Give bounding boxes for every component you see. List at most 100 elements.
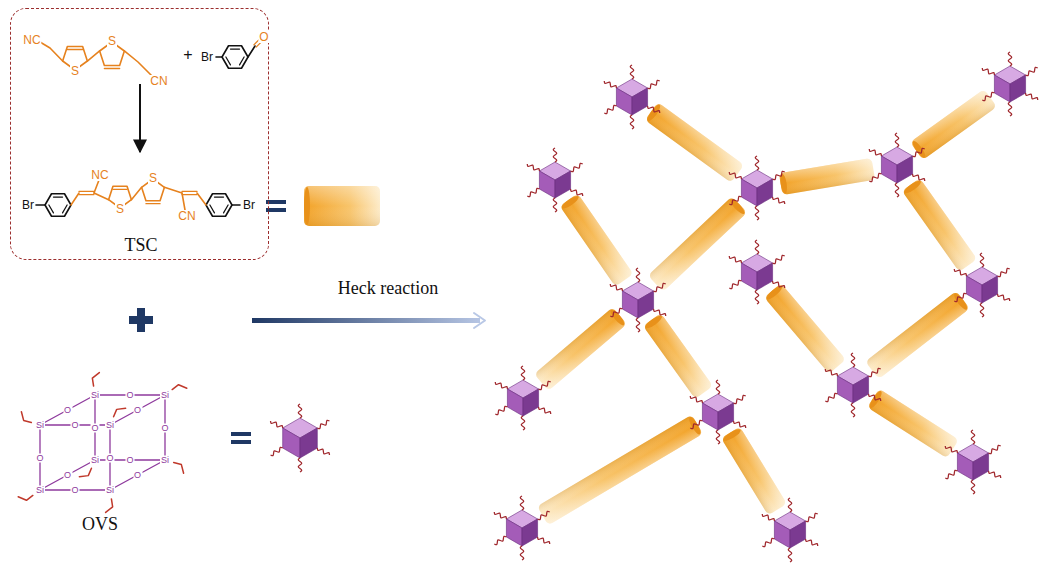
vinyl-arm bbox=[755, 206, 758, 220]
vinyl-arm bbox=[1026, 93, 1038, 100]
reaction-arrow bbox=[139, 84, 141, 152]
vinyl-arm bbox=[729, 172, 741, 179]
vinyl-arm bbox=[825, 369, 837, 376]
vinyl-arm bbox=[773, 281, 785, 288]
benzene-ring bbox=[222, 46, 248, 69]
vinyl-arm bbox=[538, 537, 550, 544]
siloxane-bond bbox=[40, 460, 95, 490]
vinyl-arm bbox=[1008, 52, 1011, 66]
linker-cylinder bbox=[902, 178, 977, 272]
bond bbox=[113, 189, 127, 190]
siloxane-bond bbox=[40, 395, 95, 425]
vinyl-arm bbox=[734, 395, 746, 403]
vinyl-arm bbox=[895, 183, 898, 197]
vinyl-arm bbox=[527, 164, 539, 171]
linker-cylinder bbox=[537, 415, 703, 525]
vinyl-group bbox=[114, 408, 126, 416]
atom-label: NC bbox=[22, 34, 41, 46]
linker-cylinder bbox=[911, 139, 928, 159]
benzene-ring bbox=[206, 194, 232, 217]
atom-label: O bbox=[160, 423, 169, 432]
linker-cylinder bbox=[534, 307, 627, 391]
atom-label: S bbox=[148, 172, 158, 184]
atom-label: Si bbox=[90, 456, 100, 465]
bond bbox=[94, 180, 99, 193]
benzene-ring bbox=[224, 205, 229, 213]
bond bbox=[124, 51, 152, 76]
benzene-ring bbox=[214, 197, 223, 198]
vinyl-arm bbox=[1008, 102, 1011, 116]
poss-cube bbox=[982, 276, 998, 303]
poss-cube bbox=[283, 428, 300, 458]
vinyl-arm bbox=[271, 421, 283, 428]
linker-cylinder bbox=[560, 194, 580, 210]
atom-label: O bbox=[133, 406, 142, 415]
bond bbox=[87, 51, 99, 61]
vinyl-group bbox=[106, 499, 113, 513]
poss-cube bbox=[757, 179, 773, 206]
bond bbox=[216, 56, 222, 58]
linker-cylinder bbox=[687, 416, 702, 436]
poss-cube bbox=[790, 521, 806, 548]
atom-label: O bbox=[63, 471, 72, 480]
linker-cylinder bbox=[560, 193, 634, 286]
poss-cube bbox=[994, 75, 1010, 102]
linker-cylinder bbox=[643, 313, 713, 399]
linker-cylinder bbox=[865, 291, 970, 379]
atom-label: Si bbox=[35, 486, 45, 495]
vinyl-group bbox=[21, 412, 31, 423]
vinyl-arm bbox=[851, 353, 854, 367]
linker-cylinder bbox=[643, 313, 713, 399]
linker-cylinder bbox=[304, 187, 310, 225]
atom-label: CN bbox=[149, 75, 168, 87]
vinyl-arm bbox=[806, 539, 818, 546]
bond bbox=[79, 194, 94, 195]
compound-name: TSC bbox=[124, 236, 157, 254]
poss-cube bbox=[300, 428, 317, 458]
vinyl-arm bbox=[1026, 67, 1038, 75]
vinyl-arm bbox=[729, 280, 741, 288]
vinyl-arm bbox=[729, 196, 741, 204]
bond bbox=[182, 191, 197, 192]
vinyl-arm bbox=[654, 309, 666, 316]
vinyl-arm bbox=[954, 269, 966, 276]
linker-cylinder bbox=[648, 196, 747, 291]
vinyl-arm bbox=[553, 148, 556, 162]
linker-cylinder bbox=[903, 179, 923, 195]
vinyl-arm bbox=[982, 92, 994, 100]
linker-cylinder bbox=[779, 158, 875, 195]
atom-label: S bbox=[107, 35, 117, 47]
vinyl-arm bbox=[716, 430, 719, 444]
vinyl-group bbox=[18, 495, 33, 500]
poss-cube bbox=[622, 291, 638, 318]
atom-label: O bbox=[125, 456, 134, 465]
vinyl-arm bbox=[553, 198, 556, 212]
benzene-ring bbox=[63, 205, 68, 213]
poss-cube bbox=[718, 403, 734, 430]
poss-cube bbox=[774, 521, 790, 548]
poss-cube bbox=[522, 519, 538, 546]
siloxane-bond bbox=[110, 395, 165, 425]
atom-label: O bbox=[258, 31, 269, 43]
bond bbox=[197, 193, 206, 205]
vinyl-arm bbox=[648, 80, 660, 88]
atom-label: O bbox=[63, 406, 72, 415]
linker-cylinder bbox=[902, 178, 977, 272]
vinyl-arm bbox=[298, 458, 301, 472]
benzene-ring bbox=[226, 57, 231, 65]
vinyl-arm bbox=[945, 446, 957, 453]
equals-sign bbox=[231, 440, 251, 444]
poss-cube bbox=[897, 156, 913, 183]
atom-label: Si bbox=[90, 391, 100, 400]
vinyl-arm bbox=[755, 290, 758, 304]
linker-cylinder bbox=[721, 427, 787, 515]
vinyl-arm bbox=[825, 393, 837, 401]
linker-cylinder bbox=[646, 103, 663, 123]
vinyl-arm bbox=[716, 380, 719, 394]
atom-label: Si bbox=[160, 456, 170, 465]
poss-cube bbox=[507, 389, 523, 416]
poss-cube bbox=[741, 179, 757, 206]
linker-cylinder bbox=[764, 283, 846, 374]
vinyl-arm bbox=[851, 403, 854, 417]
vinyl-arm bbox=[630, 65, 633, 79]
